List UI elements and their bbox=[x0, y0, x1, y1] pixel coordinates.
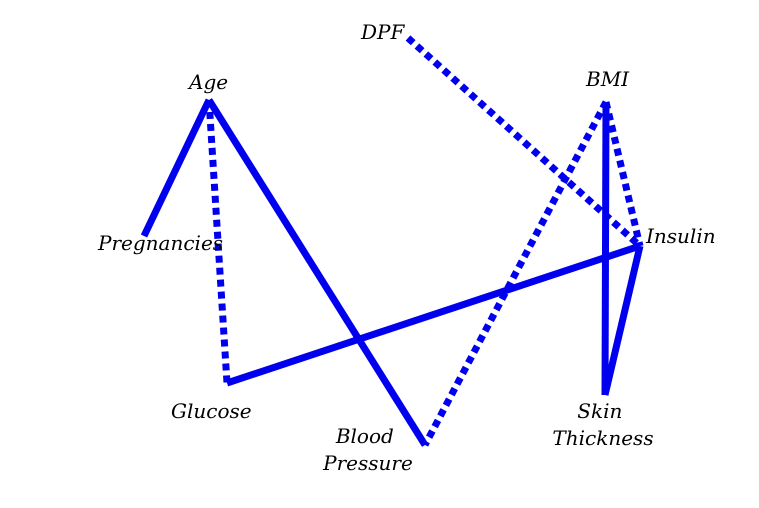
edge-age-pregnancies bbox=[140, 98, 213, 238]
edge-bmi-blood-pressure bbox=[421, 100, 610, 447]
edge-bmi-skin-thickness bbox=[601, 101, 610, 396]
node-label-blood-pressure: Blood Pressure bbox=[322, 424, 413, 475]
labels-layer: DPF Age BMI Pregnancies Insulin Glucose … bbox=[97, 20, 716, 475]
edges-layer bbox=[140, 35, 644, 447]
edge-skin-thickness-insulin bbox=[601, 245, 644, 396]
node-label-insulin: Insulin bbox=[645, 224, 716, 248]
node-label-pregnancies: Pregnancies bbox=[97, 231, 223, 255]
edge-age-blood-pressure bbox=[206, 98, 428, 447]
node-label-glucose: Glucose bbox=[171, 399, 252, 423]
node-label-bmi: BMI bbox=[585, 67, 630, 91]
node-label-age: Age bbox=[187, 70, 228, 94]
node-label-dpf: DPF bbox=[360, 20, 405, 44]
edge-glucose-insulin bbox=[225, 242, 642, 387]
node-label-skin-thickness: Skin Thickness bbox=[552, 399, 653, 450]
edge-bmi-insulin bbox=[602, 101, 644, 247]
edge-dpf-insulin bbox=[405, 35, 643, 249]
